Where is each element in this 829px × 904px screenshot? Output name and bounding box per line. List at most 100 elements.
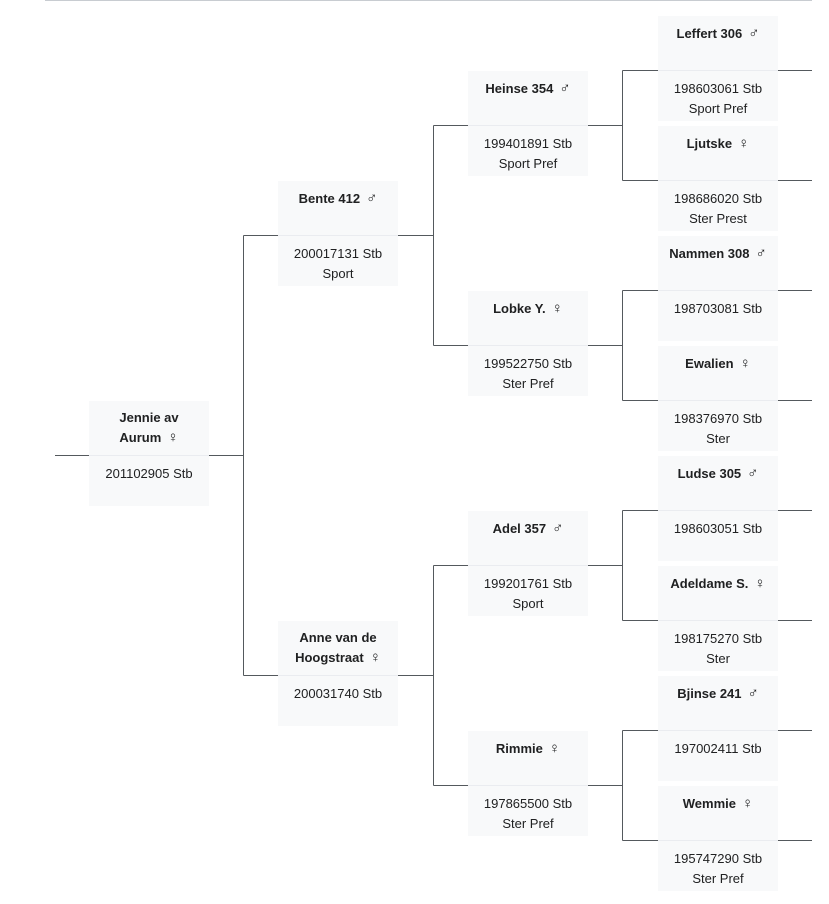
horse-card-details: 198686020 Stb Ster Prest (658, 181, 778, 231)
horse-name[interactable]: Wemmie (682, 796, 736, 811)
registration-number: 198603051 Stb (673, 521, 763, 536)
horse-card-details: 197002411 Stb (658, 731, 778, 781)
predicate: Ster (706, 431, 730, 446)
horse-card-details: 200031740 Stb (278, 676, 398, 726)
horse-card-details: 198376970 Stb Ster (658, 401, 778, 451)
horse-card-header: Jennie av Aurum♀ (89, 401, 209, 456)
horse-card-header: Nammen 308 ♂ (658, 236, 778, 291)
horse-card-ss-dam[interactable]: Ljutske ♀ 198686020 Stb Ster Prest (658, 126, 778, 231)
registration-number: 199201761 Stb (483, 576, 573, 591)
predicate: Ster Pref (502, 376, 554, 391)
horse-card-details: 199201761 Stb Sport (468, 566, 588, 616)
horse-name[interactable]: Ljutske (686, 136, 733, 151)
male-icon: ♂ (747, 465, 759, 482)
horse-name[interactable]: Ewalien (685, 356, 734, 371)
horse-card-sire[interactable]: Bente 412 ♂ 200017131 Stb Sport (278, 181, 398, 286)
male-icon: ♂ (747, 685, 759, 702)
female-icon: ♀ (548, 740, 561, 757)
horse-name[interactable]: Ludse 305 (677, 466, 742, 481)
registration-number: 198603061 Stb (673, 81, 763, 96)
predicate: Sport Pref (498, 156, 558, 171)
horse-card-details: 200017131 Stb Sport (278, 236, 398, 286)
registration-number: 199401891 Stb (483, 136, 573, 151)
horse-card-sire-sire[interactable]: Heinse 354 ♂ 199401891 Stb Sport Pref (468, 71, 588, 176)
horse-name[interactable]: Lobke Y. (493, 301, 546, 316)
horse-card-header: Adeldame S. ♀ (658, 566, 778, 621)
horse-card-dd-sire[interactable]: Bjinse 241 ♂ 197002411 Stb (658, 676, 778, 781)
horse-card-details: 197865500 Stb Ster Pref (468, 786, 588, 836)
horse-card-details: 198603061 Stb Sport Pref (658, 71, 778, 121)
registration-number: 195747290 Stb (673, 851, 763, 866)
registration-number: 197865500 Stb (483, 796, 573, 811)
horse-card-details: 201102905 Stb (89, 456, 209, 506)
horse-name[interactable]: Bjinse 241 (677, 686, 742, 701)
predicate: Sport (322, 266, 354, 281)
registration-number: 200031740 Stb (293, 686, 383, 701)
registration-number: 198703081 Stb (673, 301, 763, 316)
horse-card-dam-sire[interactable]: Adel 357 ♂ 199201761 Stb Sport (468, 511, 588, 616)
horse-card-dd-dam[interactable]: Wemmie ♀ 195747290 Stb Ster Pref (658, 786, 778, 891)
registration-number: 198175270 Stb (673, 631, 763, 646)
horse-card-header: Ludse 305 ♂ (658, 456, 778, 511)
horse-card-ds-sire[interactable]: Ludse 305 ♂ 198603051 Stb (658, 456, 778, 561)
male-icon: ♂ (755, 245, 767, 262)
predicate: Sport (512, 596, 544, 611)
horse-card-details: 198703081 Stb (658, 291, 778, 341)
predicate: Ster Pref (692, 871, 744, 886)
horse-name[interactable]: Heinse 354 (485, 81, 554, 96)
male-icon: ♂ (366, 190, 378, 207)
horse-card-header: Adel 357 ♂ (468, 511, 588, 566)
horse-card-details: 198175270 Stb Ster (658, 621, 778, 671)
horse-card-ds-dam[interactable]: Adeldame S. ♀ 198175270 Stb Ster (658, 566, 778, 671)
registration-number: 199522750 Stb (483, 356, 573, 371)
registration-number: 198376970 Stb (673, 411, 763, 426)
horse-card-header: Lobke Y. ♀ (468, 291, 588, 346)
horse-card-details: 195747290 Stb Ster Pref (658, 841, 778, 891)
female-icon: ♀ (369, 649, 381, 666)
horse-name[interactable]: Anne van de Hoogstraat (295, 630, 377, 665)
registration-number: 200017131 Stb (293, 246, 383, 261)
horse-card-dam-dam[interactable]: Rimmie ♀ 197865500 Stb Ster Pref (468, 731, 588, 836)
female-icon: ♀ (741, 795, 754, 812)
horse-card-header: Bente 412 ♂ (278, 181, 398, 236)
horse-name[interactable]: Bente 412 (298, 191, 361, 206)
horse-card-sd-sire[interactable]: Nammen 308 ♂ 198703081 Stb (658, 236, 778, 341)
predicate: Sport Pref (688, 101, 748, 116)
horse-name[interactable]: Leffert 306 (676, 26, 743, 41)
horse-card-details: 198603051 Stb (658, 511, 778, 561)
horse-card-header: Bjinse 241 ♂ (658, 676, 778, 731)
female-icon: ♀ (738, 135, 750, 152)
horse-card-subject[interactable]: Jennie av Aurum♀ 201102905 Stb (89, 401, 209, 506)
horse-card-header: Wemmie ♀ (658, 786, 778, 841)
horse-name[interactable]: Adel 357 (492, 521, 547, 536)
horse-card-details: 199522750 Stb Ster Pref (468, 346, 588, 396)
female-icon: ♀ (739, 355, 751, 372)
horse-card-header: Heinse 354 ♂ (468, 71, 588, 126)
horse-name[interactable]: Rimmie (495, 741, 543, 756)
horse-card-header: Ewalien ♀ (658, 346, 778, 401)
male-icon: ♂ (559, 80, 571, 97)
horse-card-dam[interactable]: Anne van de Hoogstraat♀ 200031740 Stb (278, 621, 398, 726)
horse-card-ss-sire[interactable]: Leffert 306 ♂ 198603061 Stb Sport Pref (658, 16, 778, 121)
registration-number: 197002411 Stb (674, 741, 762, 756)
top-divider (45, 0, 812, 1)
horse-card-header: Ljutske ♀ (658, 126, 778, 181)
predicate: Ster (706, 651, 730, 666)
female-icon: ♀ (754, 575, 766, 592)
horse-name[interactable]: Nammen 308 (669, 246, 750, 261)
horse-card-sd-dam[interactable]: Ewalien ♀ 198376970 Stb Ster (658, 346, 778, 451)
male-icon: ♂ (552, 520, 564, 537)
horse-name[interactable]: Adeldame S. (670, 576, 749, 591)
male-icon: ♂ (748, 25, 760, 42)
horse-name[interactable]: Jennie av Aurum (119, 410, 179, 445)
horse-card-header: Leffert 306 ♂ (658, 16, 778, 71)
predicate: Ster Pref (502, 816, 554, 831)
horse-card-sire-dam[interactable]: Lobke Y. ♀ 199522750 Stb Ster Pref (468, 291, 588, 396)
registration-number: 198686020 Stb (673, 191, 763, 206)
horse-card-header: Anne van de Hoogstraat♀ (278, 621, 398, 676)
horse-card-header: Rimmie ♀ (468, 731, 588, 786)
female-icon: ♀ (167, 429, 179, 446)
female-icon: ♀ (551, 300, 563, 317)
registration-number: 201102905 Stb (105, 466, 193, 481)
